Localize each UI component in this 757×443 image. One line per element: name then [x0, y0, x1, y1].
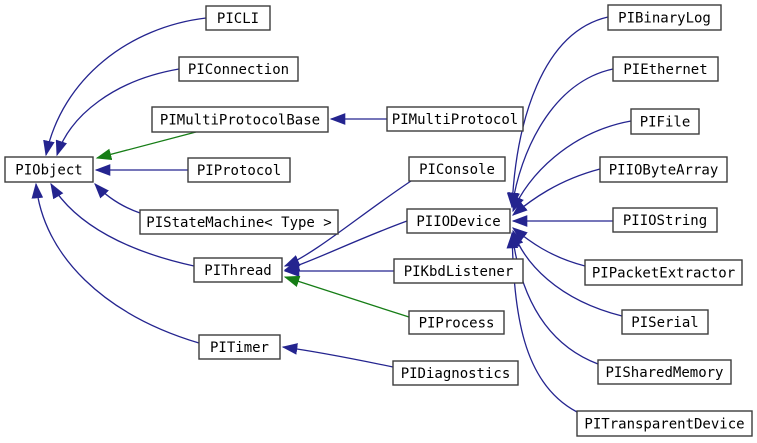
- class-box-PIIOString[interactable]: [612, 207, 718, 233]
- class-node-PIMultiProtocolBase[interactable]: PIMultiProtocolBase: [151, 106, 329, 133]
- class-box-PIMultiProtocolBase[interactable]: [151, 106, 329, 133]
- class-label-PIKbdListener: PIKbdListener: [404, 264, 514, 280]
- edge-PITimer-to-PIObject: [31, 182, 200, 344]
- class-label-PIDiagnostics: PIDiagnostics: [401, 366, 511, 382]
- edge-PICLI-to-PIObject: [43, 17, 207, 157]
- class-box-PIConsole[interactable]: [408, 156, 506, 182]
- class-box-PIKbdListener[interactable]: [393, 258, 524, 284]
- class-label-PIStateMachine: PIStateMachine< Type >: [146, 215, 331, 231]
- class-box-PIPacketExtractor[interactable]: [584, 259, 743, 286]
- class-label-PIIODevice: PIIODevice: [416, 214, 500, 230]
- class-box-PIStateMachine[interactable]: [139, 209, 339, 235]
- class-label-PIConsole: PIConsole: [419, 162, 495, 178]
- class-box-PISharedMemory[interactable]: [597, 359, 732, 385]
- class-box-PIIOByteArray[interactable]: [599, 156, 728, 183]
- class-node-PISharedMemory[interactable]: PISharedMemory: [597, 359, 732, 385]
- class-node-PIConsole[interactable]: PIConsole: [408, 156, 506, 182]
- class-node-PISerial[interactable]: PISerial: [621, 309, 709, 335]
- class-box-PIProcess[interactable]: [408, 310, 505, 335]
- class-label-PISerial: PISerial: [631, 315, 698, 331]
- class-node-PIFile[interactable]: PIFile: [630, 108, 700, 135]
- class-label-PIIOByteArray: PIIOByteArray: [609, 163, 719, 179]
- class-node-PIDiagnostics[interactable]: PIDiagnostics: [392, 360, 519, 386]
- edge-PIStateMachine-to-PIObject: [94, 183, 141, 214]
- class-label-PIConnection: PIConnection: [188, 62, 289, 78]
- edge-PIConnection-to-PIObject: [55, 68, 180, 157]
- class-label-PIThread: PIThread: [204, 263, 271, 279]
- class-node-PIPacketExtractor[interactable]: PIPacketExtractor: [584, 259, 743, 286]
- class-node-PIEthernet[interactable]: PIEthernet: [612, 56, 719, 82]
- class-node-PIIOString[interactable]: PIIOString: [612, 207, 718, 233]
- class-label-PITransparentDevice: PITransparentDevice: [584, 417, 744, 433]
- class-label-PIObject: PIObject: [15, 163, 82, 179]
- class-label-PIProcess: PIProcess: [419, 316, 495, 332]
- class-node-PIThread[interactable]: PIThread: [193, 257, 283, 283]
- class-label-PICLI: PICLI: [217, 11, 259, 27]
- edge-PISharedMemory-to-PIIODevice: [508, 231, 599, 365]
- edge-PIThread-to-PIObject: [50, 182, 195, 267]
- class-box-PIObject[interactable]: [4, 156, 94, 183]
- class-label-PIMultiProtocol: PIMultiProtocol: [392, 112, 518, 128]
- class-label-PIProtocol: PIProtocol: [197, 163, 281, 179]
- class-node-PITimer[interactable]: PITimer: [198, 334, 281, 360]
- class-node-PIIOByteArray[interactable]: PIIOByteArray: [599, 156, 728, 183]
- class-node-PIObject[interactable]: PIObject: [4, 156, 94, 183]
- edge-PIMultiProtocolBase-to-PIObject: [95, 131, 197, 161]
- class-label-PIIOString: PIIOString: [623, 213, 707, 229]
- class-node-PIProtocol[interactable]: PIProtocol: [187, 157, 291, 183]
- class-box-PIProtocol[interactable]: [187, 157, 291, 183]
- class-label-PIPacketExtractor: PIPacketExtractor: [592, 266, 735, 282]
- class-label-PIEthernet: PIEthernet: [623, 62, 707, 78]
- class-node-PIMultiProtocol[interactable]: PIMultiProtocol: [386, 106, 524, 132]
- edge-PIPacketExtractor-to-PIIODevice: [511, 227, 586, 267]
- edge-PIDiagnostics-to-PITimer: [281, 343, 394, 368]
- class-box-PIFile[interactable]: [630, 108, 700, 135]
- class-box-PISerial[interactable]: [621, 309, 709, 335]
- class-node-PIStateMachine[interactable]: PIStateMachine< Type >: [139, 209, 339, 235]
- class-box-PIDiagnostics[interactable]: [392, 360, 519, 386]
- class-box-PITimer[interactable]: [198, 334, 281, 360]
- class-node-PIConnection[interactable]: PIConnection: [178, 56, 299, 82]
- class-node-PIProcess[interactable]: PIProcess: [408, 310, 505, 335]
- class-box-PIConnection[interactable]: [178, 56, 299, 82]
- class-label-PIFile: PIFile: [640, 115, 691, 131]
- class-box-PIThread[interactable]: [193, 257, 283, 283]
- class-label-PIBinaryLog: PIBinaryLog: [618, 11, 711, 27]
- edge-PIProcess-to-PIThread: [283, 275, 410, 318]
- class-node-PIKbdListener[interactable]: PIKbdListener: [393, 258, 524, 284]
- class-box-PIMultiProtocol[interactable]: [386, 106, 524, 132]
- class-node-PITransparentDevice[interactable]: PITransparentDevice: [576, 410, 753, 437]
- class-node-PIIODevice[interactable]: PIIODevice: [406, 208, 511, 234]
- class-box-PIBinaryLog[interactable]: [607, 4, 722, 31]
- class-label-PITimer: PITimer: [210, 340, 269, 356]
- edge-PIEthernet-to-PIIODevice: [508, 68, 614, 209]
- class-label-PIMultiProtocolBase: PIMultiProtocolBase: [160, 113, 320, 129]
- class-box-PIEthernet[interactable]: [612, 56, 719, 82]
- class-box-PITransparentDevice[interactable]: [576, 410, 753, 437]
- class-node-PICLI[interactable]: PICLI: [205, 5, 271, 31]
- class-label-PISharedMemory: PISharedMemory: [605, 365, 723, 381]
- class-box-PIIODevice[interactable]: [406, 208, 511, 234]
- edge-PIIOByteArray-to-PIIODevice: [512, 168, 601, 216]
- class-box-PICLI[interactable]: [205, 5, 271, 31]
- class-node-PIBinaryLog[interactable]: PIBinaryLog: [607, 4, 722, 31]
- edge-PIFile-to-PIIODevice: [512, 120, 632, 213]
- edge-PIBinaryLog-to-PIIODevice: [506, 16, 609, 209]
